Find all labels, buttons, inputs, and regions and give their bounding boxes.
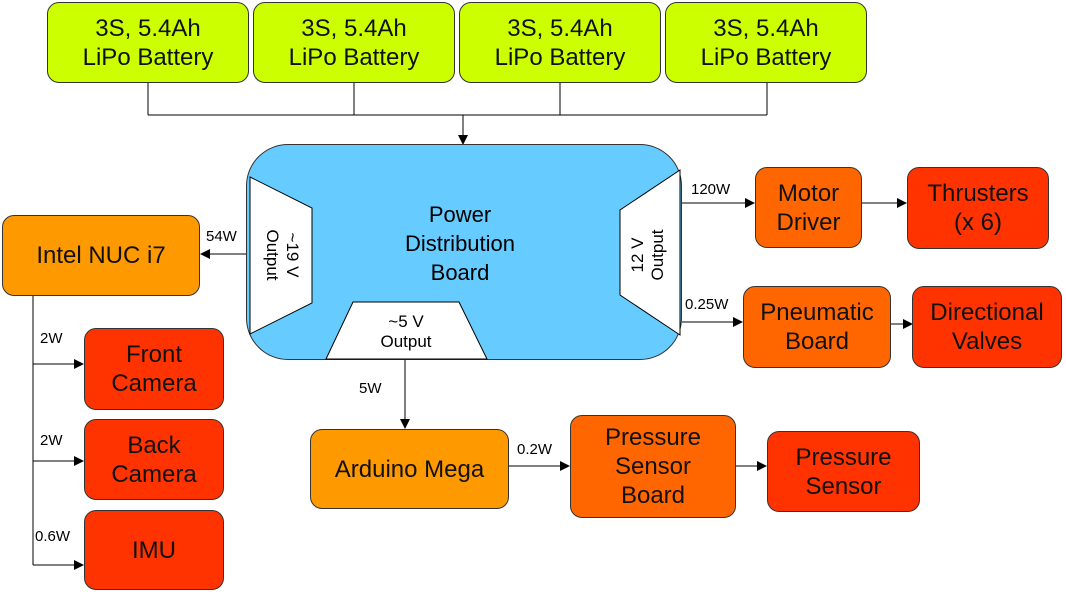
intel-nuc-label: Intel NUC i7 bbox=[36, 242, 166, 269]
back-camera-line1: Back bbox=[127, 431, 181, 459]
pdb-title-line2: Distribution bbox=[404, 231, 516, 256]
output-12v-text: Output bbox=[648, 229, 667, 281]
output-19v-voltage: ~19 V bbox=[283, 232, 302, 278]
pneumatic-board-line2: Board bbox=[784, 328, 850, 355]
pdb-title: Power Distribution Board bbox=[330, 200, 590, 287]
output-12v-shape bbox=[619, 169, 681, 336]
motor-driver-power-label: 120W bbox=[691, 181, 731, 198]
imu-label: IMU bbox=[132, 536, 176, 564]
thrusters-line2: (x 6) bbox=[953, 209, 1002, 236]
imu-power-label: 0.6W bbox=[35, 528, 71, 545]
directional-valves-line2: Valves bbox=[951, 328, 1023, 355]
battery-4-spec: 3S, 5.4Ah bbox=[713, 14, 819, 42]
front-camera-line2: Camera bbox=[111, 370, 197, 397]
pdb-title-line1: Power bbox=[428, 202, 492, 227]
battery-1-spec: 3S, 5.4Ah bbox=[95, 14, 201, 42]
pneumatic-board-line1: Pneumatic bbox=[760, 299, 874, 326]
nuc-power-label: 54W bbox=[206, 228, 237, 245]
battery-2-spec: 3S, 5.4Ah bbox=[301, 14, 407, 42]
arduino-mega-node: Arduino Mega bbox=[310, 429, 509, 509]
motor-driver-line2: Driver bbox=[776, 208, 841, 236]
output-19v-shape bbox=[249, 176, 313, 335]
thrusters-node: Thrusters(x 6) bbox=[907, 167, 1049, 249]
directional-valves-line1: Directional bbox=[930, 299, 1044, 326]
front-camera-power-label: 2W bbox=[40, 330, 63, 347]
motor-driver-line1: Motor bbox=[777, 179, 840, 207]
output-19v-text: Output bbox=[263, 229, 282, 281]
pdb-title-line3: Board bbox=[430, 260, 490, 285]
battery-4-type: LiPo Battery bbox=[700, 43, 832, 71]
pressure-board-line3: Board bbox=[620, 482, 686, 509]
battery-1-type: LiPo Battery bbox=[82, 43, 214, 71]
thrusters-line1: Thrusters bbox=[927, 180, 1029, 207]
front-camera-line1: Front bbox=[125, 341, 182, 368]
battery-3-type: LiPo Battery bbox=[494, 43, 626, 71]
pressure-board-line1: Pressure bbox=[604, 424, 702, 451]
output-5v-text: Output bbox=[380, 332, 432, 351]
battery-2-type: LiPo Battery bbox=[288, 43, 420, 71]
battery-3-spec: 3S, 5.4Ah bbox=[507, 14, 613, 42]
output-5v-shape bbox=[325, 301, 488, 360]
pressure-board-power-label: 0.2W bbox=[517, 441, 553, 458]
arduino-power-label: 5W bbox=[359, 380, 382, 397]
pressure-sensor-line2: Sensor bbox=[805, 472, 882, 500]
intel-nuc-node: Intel NUC i7 bbox=[2, 215, 200, 296]
back-camera-line2: Camera bbox=[111, 460, 197, 488]
output-12v-voltage: 12 V bbox=[628, 237, 647, 273]
pressure-sensor-line1: Pressure bbox=[795, 443, 892, 471]
output-5v-voltage: ~5 V bbox=[388, 312, 424, 331]
back-camera-power-label: 2W bbox=[40, 432, 63, 449]
imu-node: IMU bbox=[84, 510, 224, 590]
pneumatic-power-label: 0.25W bbox=[685, 296, 729, 313]
arduino-mega-label: Arduino Mega bbox=[334, 455, 485, 483]
pressure-board-line2: Sensor bbox=[614, 453, 692, 480]
